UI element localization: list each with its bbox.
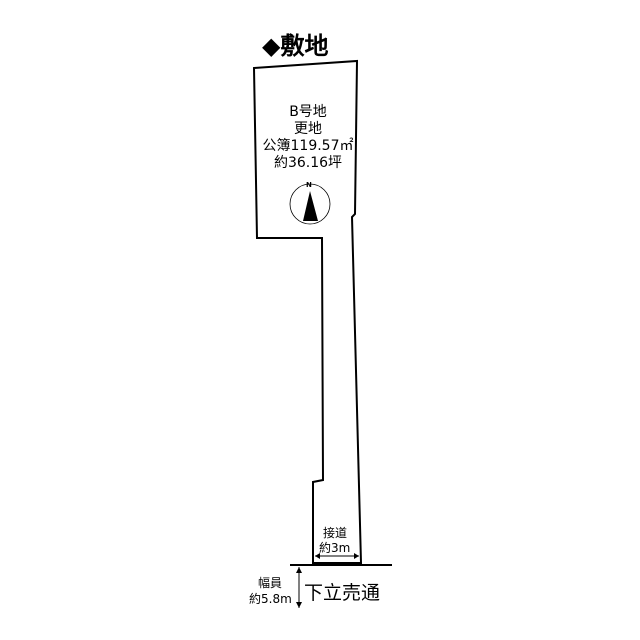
road-width-dimension [296, 567, 302, 608]
lot-status: 更地 [294, 121, 322, 137]
frontage-dimension [315, 553, 359, 559]
road-name: 下立売通 [304, 582, 381, 604]
lot-boundary [252, 59, 363, 564]
compass-north-label: N [306, 181, 312, 189]
lot-name: B号地 [289, 104, 327, 120]
north-compass-icon [289, 183, 331, 225]
road-width-label: 幅員 [258, 576, 283, 590]
road-width-value: 約5.8m [249, 592, 292, 606]
frontage-label: 接道 [323, 526, 348, 540]
lot-area-tsubo: 約36.16坪 [273, 155, 343, 171]
page-title: ◆敷地 [262, 32, 329, 60]
lot-area-sqm: 公簿119.57㎡ [262, 138, 354, 154]
frontage-value: 約3m [319, 541, 351, 555]
